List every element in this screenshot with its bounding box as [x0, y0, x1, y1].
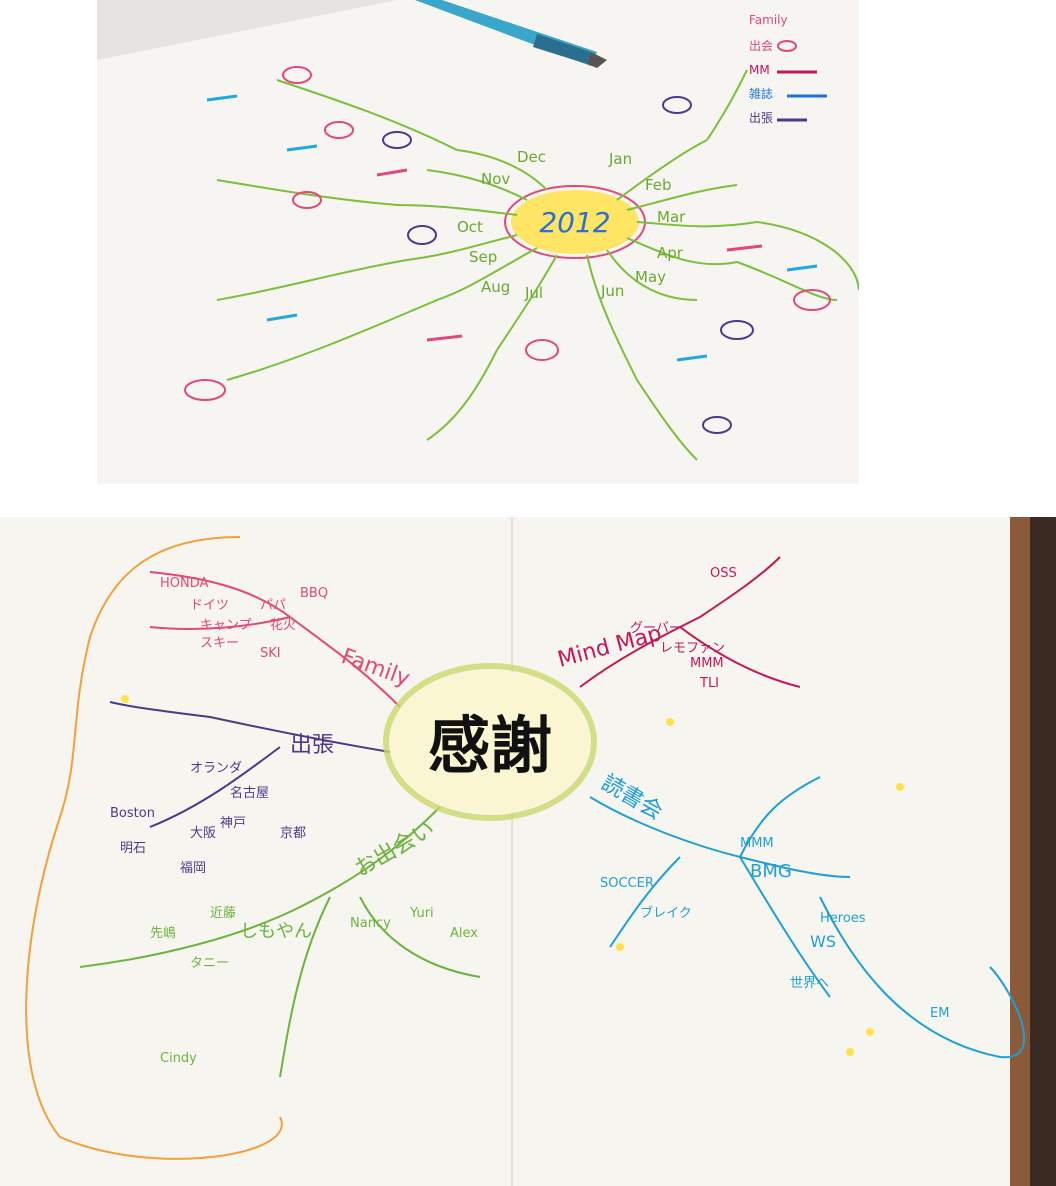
sub-label: キャンプ: [200, 618, 252, 633]
sub-label: BMG: [750, 861, 792, 882]
branch-label-trip: 出張: [290, 733, 334, 758]
sub-label: グーバー: [630, 621, 682, 636]
heart-icon: [866, 1028, 874, 1036]
month-labels: Jan Feb Mar Apr May Jun Jul Aug Sep Oct …: [457, 148, 686, 302]
month-label: Sep: [469, 248, 497, 266]
sub-label: Heroes: [820, 911, 866, 926]
month-label: Jun: [600, 282, 624, 300]
blue-loop: [819, 896, 1026, 1059]
legend-label: MM: [749, 63, 770, 77]
sub-label: スキー: [200, 636, 239, 651]
sub-label: EM: [930, 1006, 949, 1021]
center-cloud: [383, 663, 597, 821]
sub-label: TLI: [699, 676, 719, 691]
highlight-marks: [184, 66, 831, 434]
heart-icons: [121, 695, 904, 1056]
sub-label: WS: [810, 932, 836, 951]
mind-map-photo-gratitude: 感謝 Family 出張 お出会い Mind Map 読書会 HONDA ドイツ…: [0, 517, 1056, 1186]
sub-label: 大阪: [190, 826, 216, 841]
sub-label: 近藤: [210, 906, 236, 921]
sub-label: 福岡: [180, 861, 206, 876]
sub-label: OSS: [710, 566, 737, 581]
legend-label: Family: [749, 13, 788, 27]
legend: Family 出会 MM 雑誌 出張: [749, 13, 827, 125]
branch-lines: [79, 556, 851, 1078]
sub-label: Boston: [110, 806, 155, 821]
sub-label: 神戸: [220, 816, 246, 831]
sub-label: パパ: [260, 598, 286, 613]
sub-label: タニー: [190, 956, 229, 971]
center-title: 感謝: [428, 709, 552, 782]
heart-icon: [616, 943, 624, 951]
center-title: 2012: [539, 206, 610, 239]
branch-lines: [216, 69, 859, 461]
sub-label: SOCCER: [600, 876, 654, 891]
legend-label: 出会: [749, 39, 773, 53]
sub-label: ブレイク: [640, 905, 692, 921]
month-label: Jul: [524, 284, 543, 302]
heart-icon: [846, 1048, 854, 1056]
legend-label: 出張: [749, 111, 773, 125]
month-label: Apr: [657, 244, 684, 262]
month-label: Dec: [517, 148, 546, 166]
sub-label: 明石: [120, 841, 146, 856]
sub-label: MMM: [740, 836, 774, 851]
heart-icon: [666, 718, 674, 726]
month-label: Feb: [645, 176, 672, 194]
sub-label: 京都: [280, 826, 306, 841]
month-label: Nov: [481, 170, 510, 188]
sub-label: しもやん: [240, 921, 312, 942]
sub-labels: HONDA ドイツ パパ BBQ キャンプ 花火 スキー SKI Boston …: [110, 566, 949, 1066]
sub-label: HONDA: [160, 576, 209, 591]
sub-label: 先嶋: [150, 926, 176, 941]
legend-label: 雑誌: [749, 86, 773, 101]
sub-label: SKI: [260, 646, 281, 661]
sub-label: Cindy: [160, 1051, 197, 1066]
sub-label: Yuri: [409, 906, 434, 921]
sub-label: ドイツ: [190, 598, 229, 613]
sub-label: 名古屋: [230, 785, 269, 801]
mind-map-photo-2012: 2012 Jan Feb Mar Apr May Jun Jul Aug Sep: [97, 0, 859, 484]
sub-label: Alex: [450, 926, 478, 941]
month-label: Mar: [657, 208, 686, 226]
month-label: Oct: [457, 218, 483, 236]
heart-icon: [896, 783, 904, 791]
pen-icon: [415, 0, 607, 68]
heart-icon: [121, 695, 129, 703]
month-label: Aug: [481, 278, 510, 296]
underline-marks: [206, 94, 818, 362]
sub-label: 世界へ: [790, 976, 829, 991]
orange-loop: [25, 536, 283, 1160]
sub-label: オランダ: [190, 761, 242, 776]
sub-label: MMM: [690, 656, 724, 671]
month-label: Jan: [608, 150, 632, 168]
sub-label: レモファン: [660, 641, 725, 656]
month-label: May: [635, 268, 666, 286]
sub-label: Nancy: [350, 916, 391, 931]
sub-label: 花火: [270, 617, 296, 633]
sub-label: BBQ: [300, 586, 328, 601]
mind-map-2012-drawing: 2012 Jan Feb Mar Apr May Jun Jul Aug Sep: [97, 0, 859, 484]
mind-map-gratitude-drawing: 感謝 Family 出張 お出会い Mind Map 読書会 HONDA ドイツ…: [0, 517, 1056, 1186]
